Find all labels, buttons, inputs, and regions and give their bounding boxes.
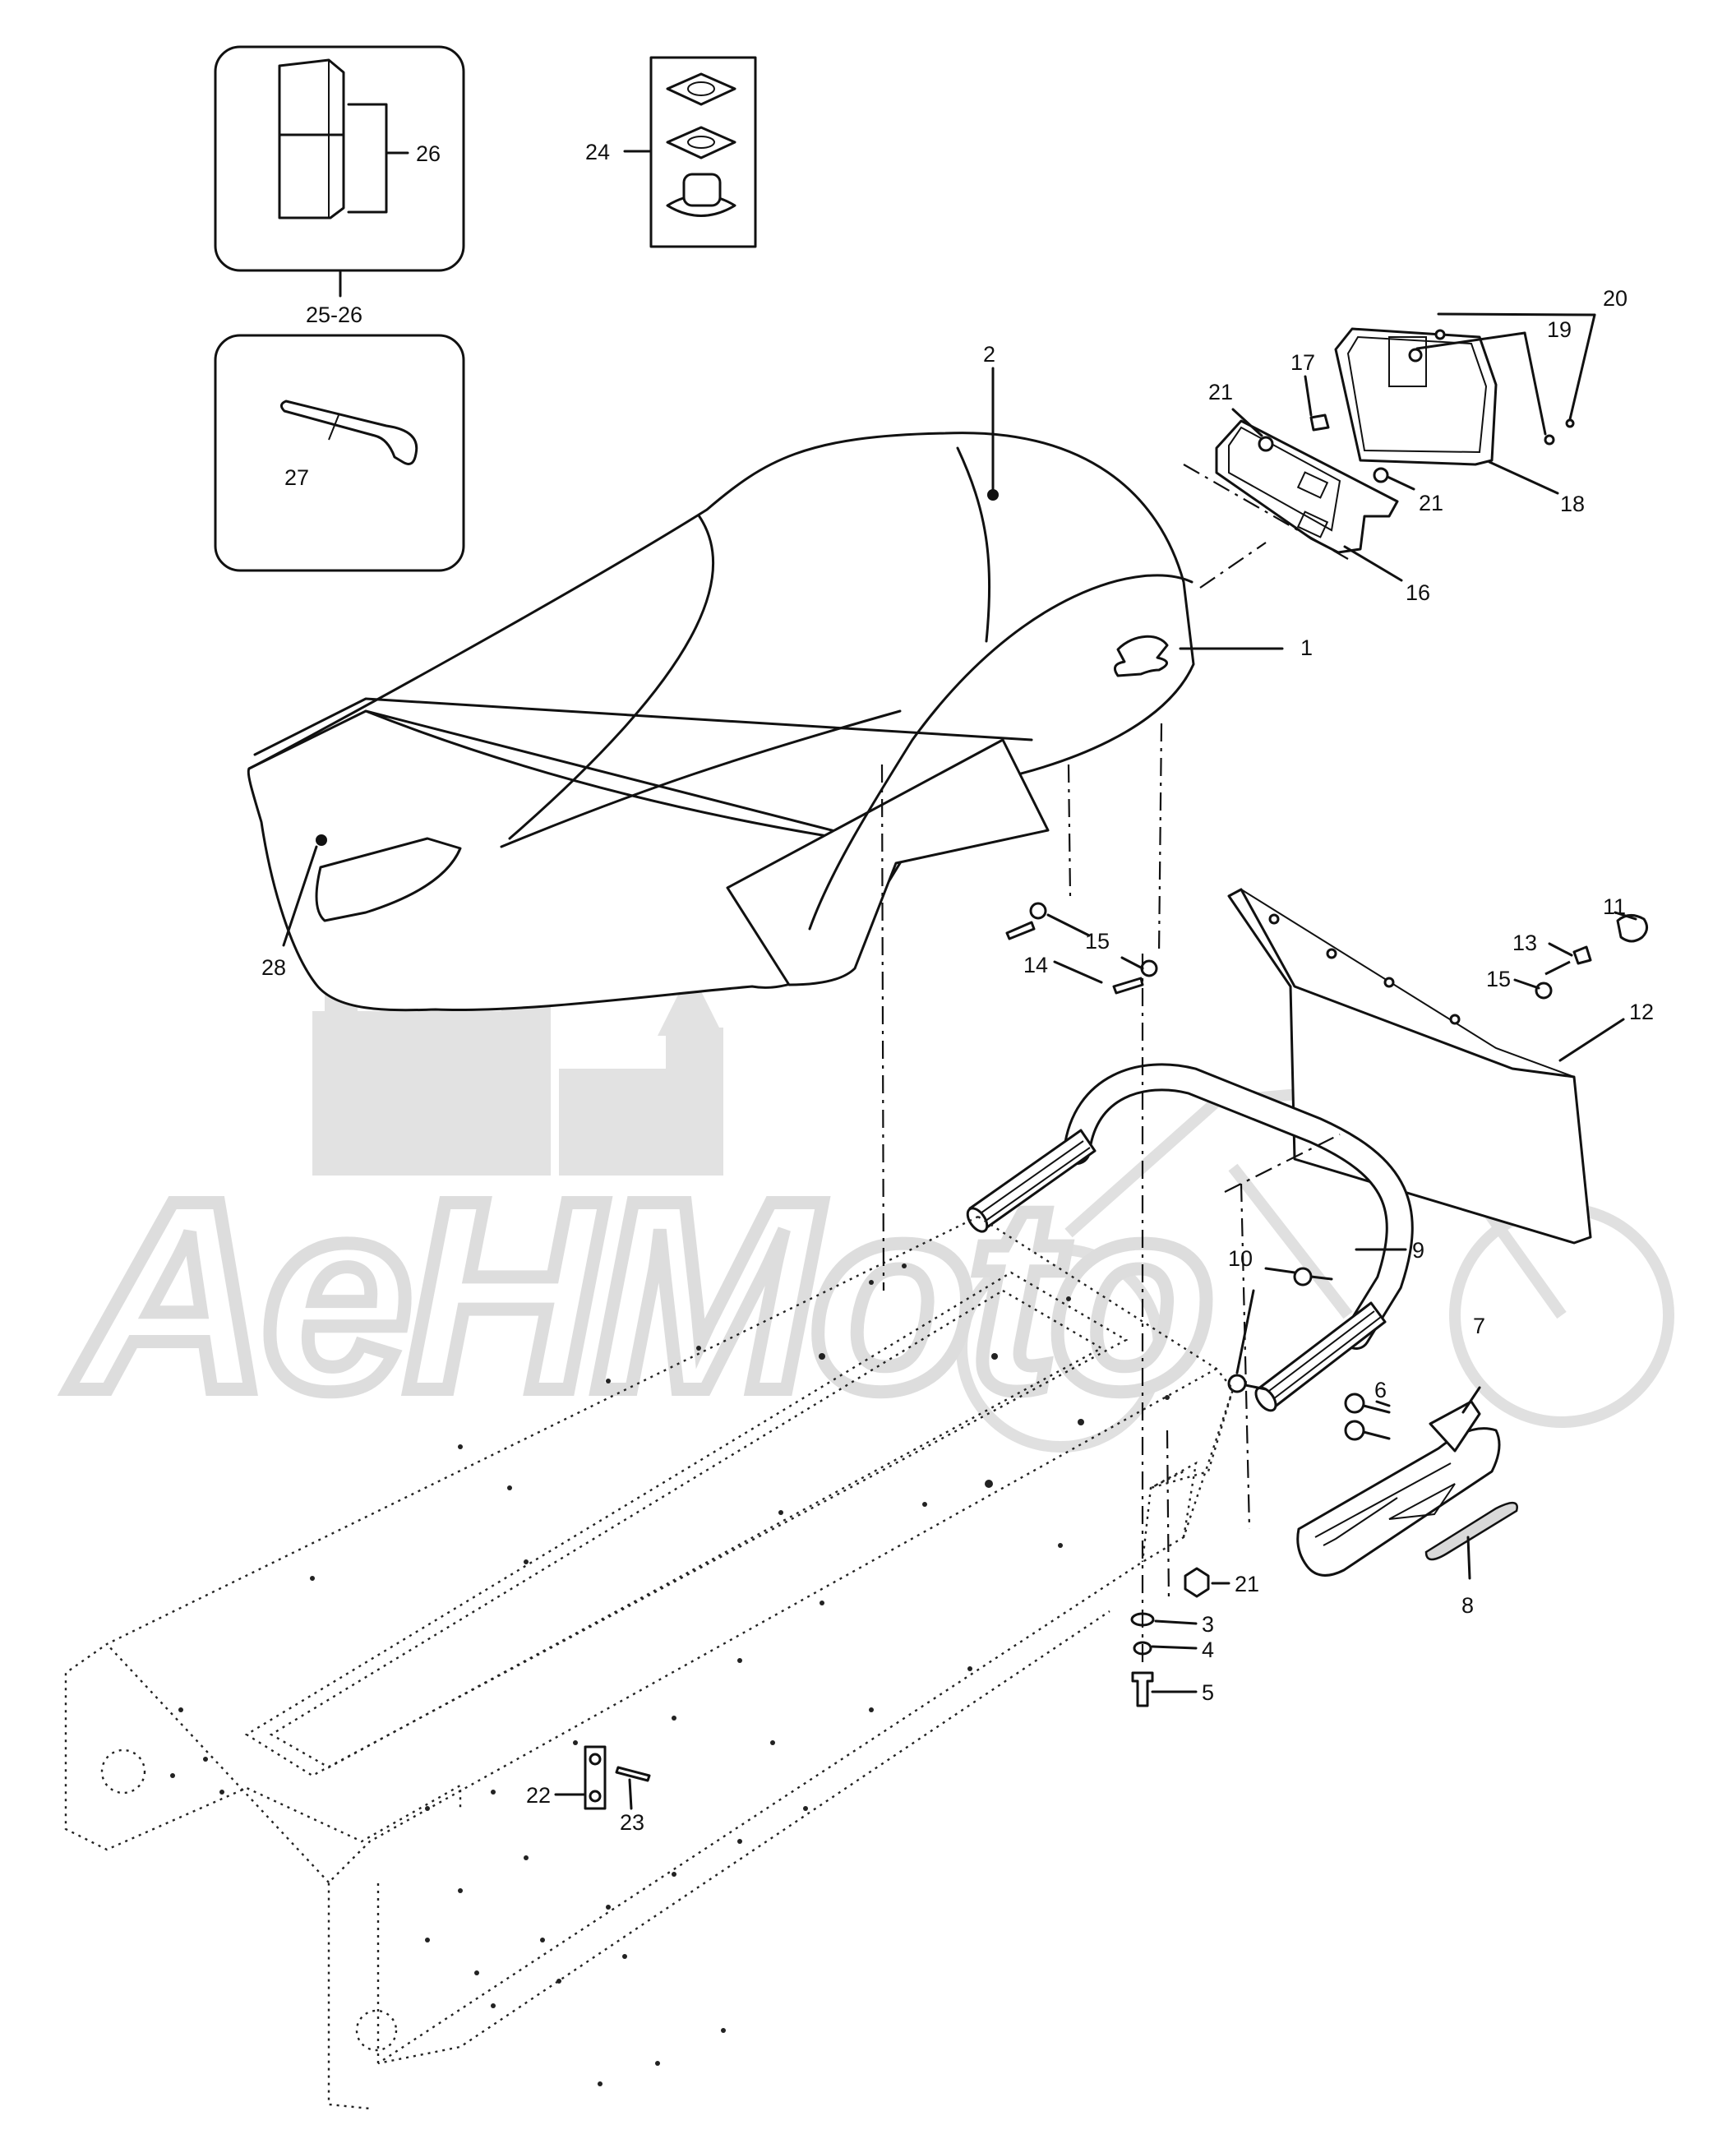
- label-17: 17: [1290, 350, 1315, 375]
- tunnel-frame: [64, 1215, 1235, 2110]
- label-13: 13: [1512, 931, 1537, 955]
- label-6: 6: [1374, 1378, 1387, 1402]
- label-12: 12: [1629, 1000, 1654, 1024]
- battery-icon: [278, 58, 345, 219]
- label-21-upper: 21: [1208, 380, 1233, 404]
- label-patch: [1113, 635, 1169, 677]
- label-7: 7: [1473, 1314, 1485, 1338]
- label-18: 18: [1560, 492, 1585, 516]
- label-23: 23: [620, 1810, 644, 1835]
- inset-box-mount: [623, 56, 757, 248]
- part-labels: 26 25-26 24 27 2 20 19 17 21 21 18 16 1 …: [261, 140, 1654, 1835]
- label-25-26: 25-26: [306, 303, 362, 327]
- taillight-assembly: [1215, 327, 1575, 554]
- grab-handle: [966, 1063, 1414, 1412]
- seat: [247, 432, 1195, 1012]
- label-9: 9: [1412, 1238, 1424, 1263]
- mount-plate-icon: [666, 72, 736, 217]
- label-20: 20: [1603, 286, 1628, 311]
- label-24: 24: [585, 140, 610, 164]
- label-28: 28: [261, 955, 286, 980]
- key-icon: [280, 400, 418, 465]
- taillight-lens: [1334, 327, 1498, 466]
- label-2: 2: [983, 342, 995, 367]
- clip: [584, 1745, 651, 1810]
- label-21-taillight: 21: [1419, 491, 1443, 515]
- tunnel-holes: [170, 1263, 1170, 2086]
- label-21-bottom: 21: [1235, 1572, 1259, 1596]
- label-22: 22: [526, 1783, 551, 1808]
- bottom-fasteners: [1130, 1567, 1210, 1707]
- label-3: 3: [1202, 1612, 1214, 1637]
- inset-box-batteries: [214, 45, 465, 272]
- mud-flap: [1227, 888, 1648, 1245]
- label-10: 10: [1228, 1246, 1253, 1271]
- label-5: 5: [1202, 1680, 1214, 1705]
- taillight-housing: [1215, 419, 1399, 554]
- handle-bolts: [1227, 1267, 1333, 1393]
- watermark: AeHMoto: [59, 740, 1674, 1453]
- label-11: 11: [1603, 894, 1626, 919]
- label-1: 1: [1300, 635, 1313, 660]
- label-15-seat: 15: [1085, 929, 1110, 954]
- label-15-flap: 15: [1486, 967, 1511, 991]
- label-16: 16: [1406, 580, 1430, 605]
- label-19: 19: [1547, 317, 1572, 342]
- label-8: 8: [1461, 1593, 1474, 1618]
- side-step: [1296, 1400, 1518, 1577]
- inset-box-key: [214, 334, 465, 572]
- label-4: 4: [1202, 1638, 1214, 1662]
- seat-screws: [1005, 902, 1158, 995]
- label-14: 14: [1023, 953, 1048, 977]
- step-screws: [1344, 1393, 1391, 1441]
- label-27: 27: [284, 465, 309, 490]
- label-26: 26: [416, 141, 441, 166]
